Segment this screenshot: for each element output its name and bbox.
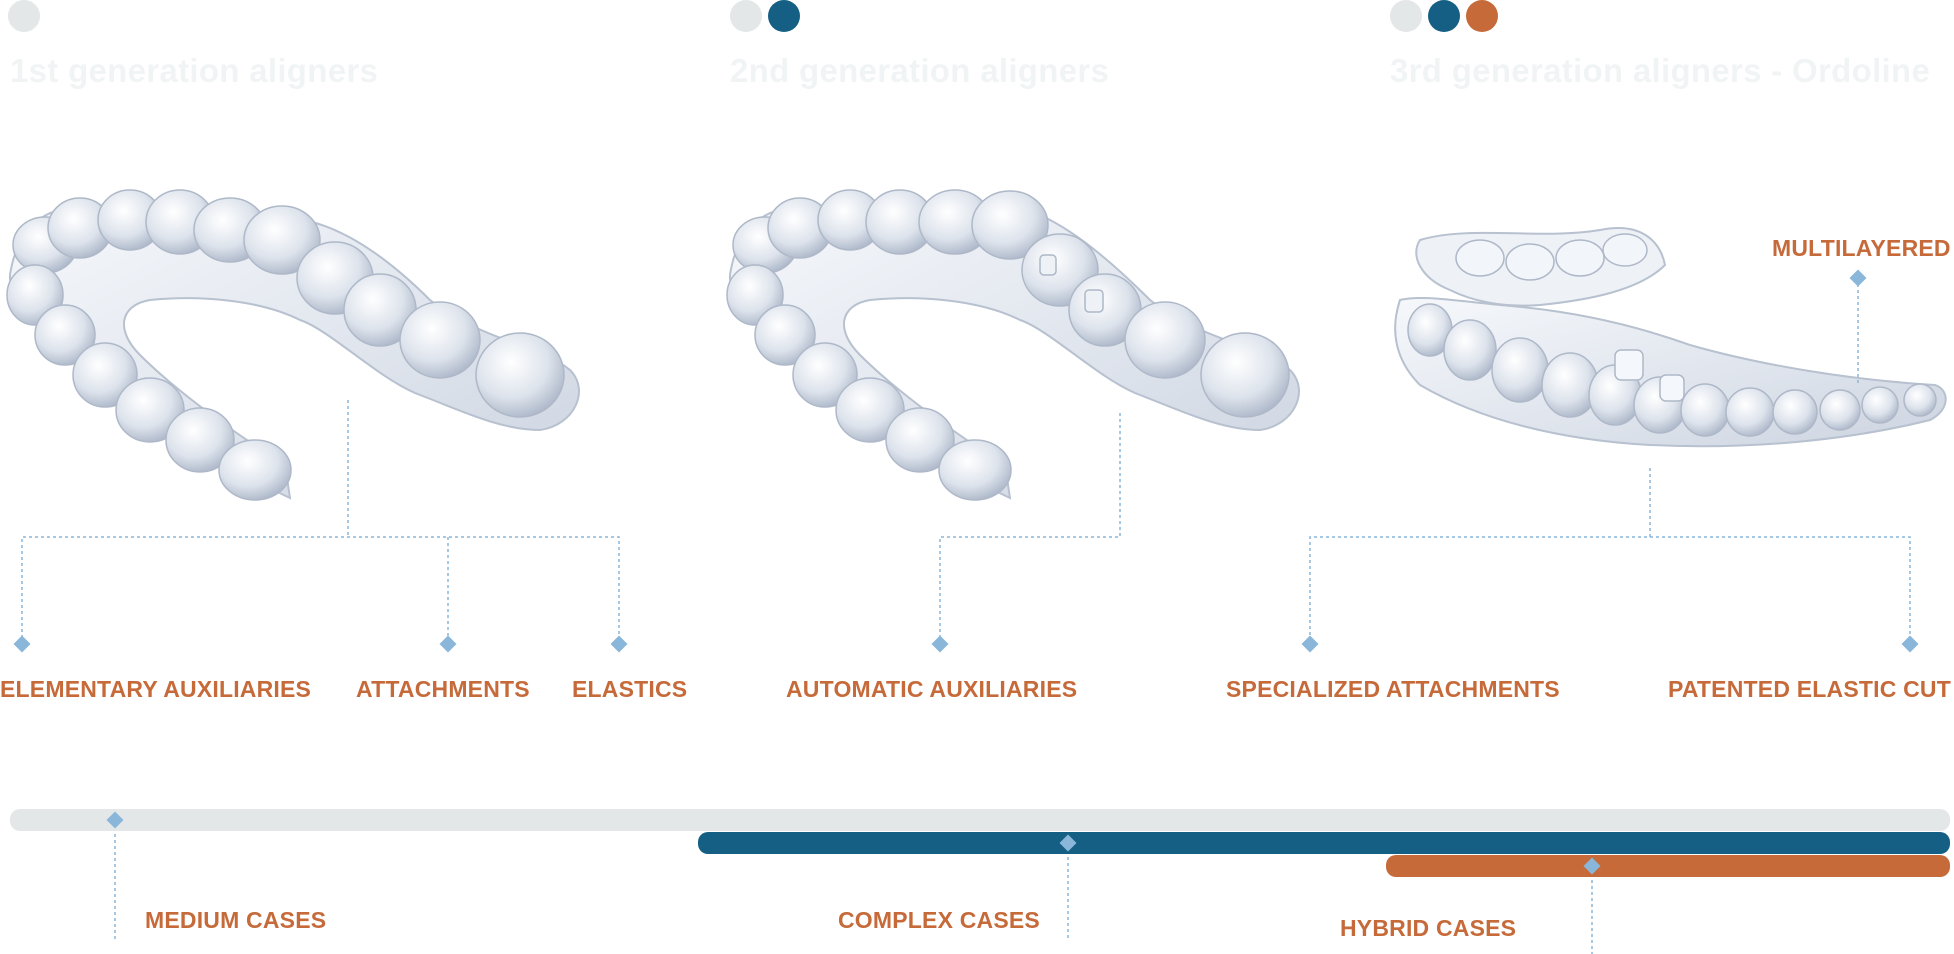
gen2-dot-light — [730, 0, 762, 32]
label-elastics: ELASTICS — [572, 676, 688, 702]
aligner-tray-gen3-image — [1394, 227, 1947, 448]
label-attachments: ATTACHMENTS — [356, 676, 530, 702]
marker-elastics — [610, 635, 628, 653]
gen1-dot-light — [8, 0, 40, 32]
gen3-title: 3rd generation aligners - Ordoline — [1390, 52, 1931, 89]
marker-elementary-auxiliaries — [13, 635, 31, 653]
aligner-tray-gen1-image — [6, 189, 580, 501]
label-patented-elastic-cut: PATENTED ELASTIC CUT — [1668, 676, 1951, 702]
label-automatic-auxiliaries: AUTOMATIC AUXILIARIES — [786, 676, 1078, 702]
label-specialized-attachments: SPECIALIZED ATTACHMENTS — [1226, 676, 1560, 702]
label-complex-cases: COMPLEX CASES — [838, 907, 1040, 933]
complex-cases-bar — [698, 832, 1950, 854]
marker-specialized-attachments — [1301, 635, 1319, 653]
medium-cases-bar — [10, 809, 1950, 831]
hybrid-cases-bar — [1386, 855, 1950, 877]
gen3-dot-light — [1390, 0, 1422, 32]
diamond-markers — [13, 269, 1919, 653]
label-elementary-auxiliaries: ELEMENTARY AUXILIARIES — [0, 676, 312, 702]
gen1-title: 1st generation aligners — [10, 52, 379, 89]
connector-lines — [21, 278, 1911, 954]
gen2-title: 2nd generation aligners — [730, 52, 1110, 89]
gen3-dot-blue — [1428, 0, 1460, 32]
marker-multilayered — [1849, 269, 1867, 287]
marker-automatic-auxiliaries — [931, 635, 949, 653]
aligner-tray-gen2-image — [726, 189, 1300, 501]
marker-patented-elastic-cut — [1901, 635, 1919, 653]
gen3-dot-orange — [1466, 0, 1498, 32]
marker-attachments — [439, 635, 457, 653]
label-hybrid-cases: HYBRID CASES — [1340, 915, 1517, 941]
label-medium-cases: MEDIUM CASES — [145, 907, 327, 933]
label-multilayered: MULTILAYERED — [1772, 235, 1951, 261]
gen2-dot-blue — [768, 0, 800, 32]
